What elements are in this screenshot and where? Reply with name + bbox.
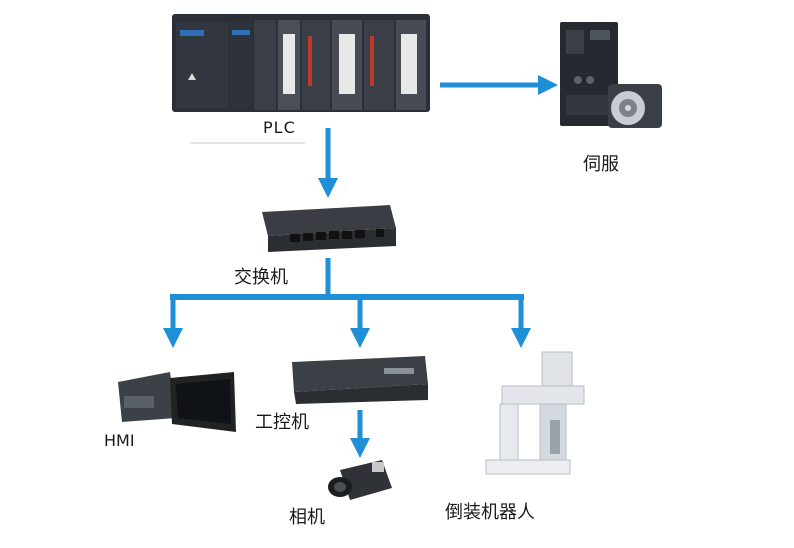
switch-label: 交换机 (234, 267, 288, 288)
servo-motor-icon (608, 84, 662, 128)
industrial-pc-icon (292, 356, 428, 404)
camera-label: 相机 (289, 507, 325, 528)
hmi-panel-icon (118, 372, 236, 432)
servo-label: 伺服 (583, 154, 619, 175)
plc-rack-icon (172, 14, 430, 112)
robot-label: 倒装机器人 (445, 502, 535, 523)
plc-label: PLC (263, 118, 296, 137)
servo-drive-icon (560, 22, 618, 126)
network-switch-icon (262, 205, 396, 252)
industrial-pc-label: 工控机 (255, 412, 309, 433)
robot-arm-icon (485, 351, 585, 475)
camera-icon (328, 460, 392, 500)
hmi-label: HMI (104, 431, 135, 450)
